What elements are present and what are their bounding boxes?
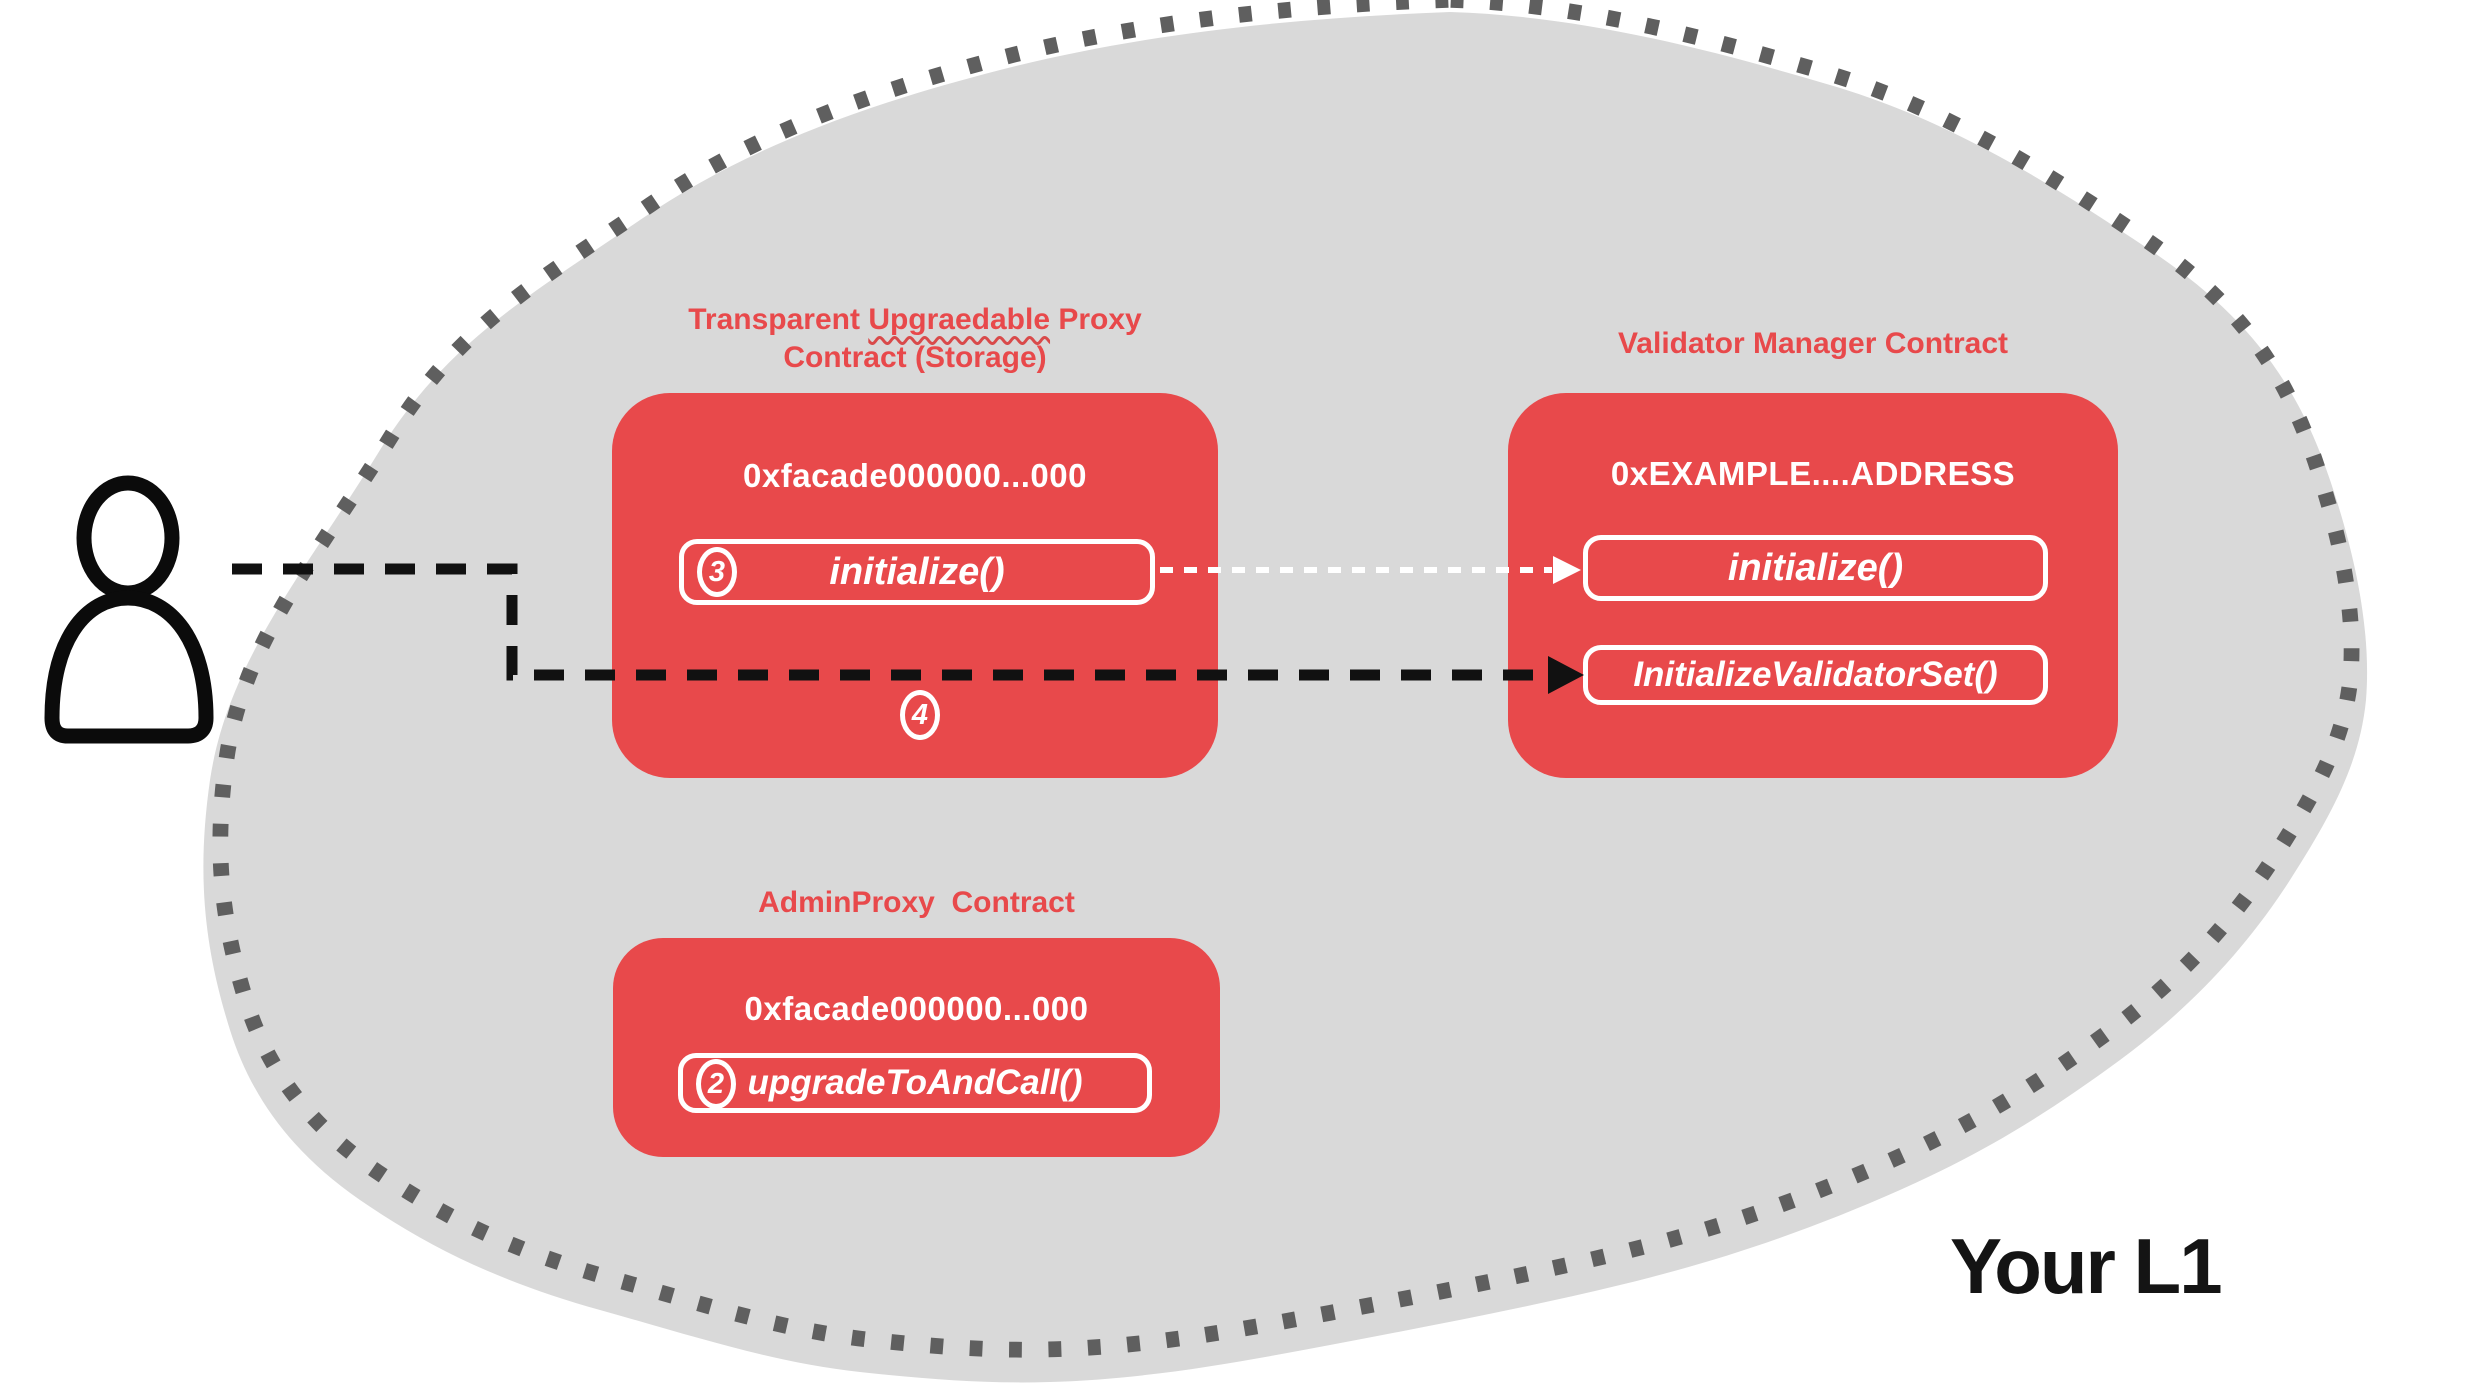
- validator-ivs-label: InitializeValidatorSet(): [1633, 655, 1998, 694]
- admin-upgrade-method: 2 upgradeToAndCall(): [678, 1053, 1152, 1113]
- validator-initialize-label: initialize(): [1727, 546, 1904, 589]
- validator-initialize-method: initialize(): [1583, 535, 2048, 601]
- validator-initialize-validator-set-method: InitializeValidatorSet(): [1583, 645, 2048, 705]
- validator-contract-address: 0xEXAMPLE....ADDRESS: [1610, 455, 2016, 492]
- validator-manager-contract-box: 0xEXAMPLE....ADDRESS initialize() Initia…: [1508, 393, 2118, 778]
- admin-upgrade-label: upgradeToAndCall(): [747, 1063, 1083, 1102]
- admin-contract-address: 0xfacade000000...000: [744, 990, 1089, 1027]
- proxy-title-line2: Contract (Storage): [783, 341, 1047, 374]
- step-2-badge: 2: [696, 1059, 736, 1109]
- step-3-badge: 3: [697, 547, 737, 597]
- misspelled-word: Upgraedable: [868, 303, 1051, 336]
- proxy-initialize-label: initialize(): [829, 550, 1005, 593]
- proxy-contract-address: 0xfacade000000...000: [743, 457, 1087, 494]
- proxy-title-line1: Transparent Upgraedable Proxy: [688, 303, 1142, 336]
- proxy-contract-box: 0xfacade000000...000 3 initialize() 4: [612, 393, 1218, 778]
- region-label: Your L1: [1950, 1222, 2223, 1310]
- validator-contract-title: Validator Manager Contract: [1617, 327, 2009, 360]
- step-4-badge: 4: [900, 690, 940, 740]
- admin-proxy-contract-title: AdminProxy Contract: [758, 886, 1075, 919]
- proxy-initialize-method: 3 initialize(): [679, 539, 1155, 605]
- admin-proxy-contract-box: 0xfacade000000...000 2 upgradeToAndCall(…: [613, 938, 1220, 1157]
- proxy-contract-title: Transparent Upgraedable Proxy Contract (…: [612, 301, 1218, 377]
